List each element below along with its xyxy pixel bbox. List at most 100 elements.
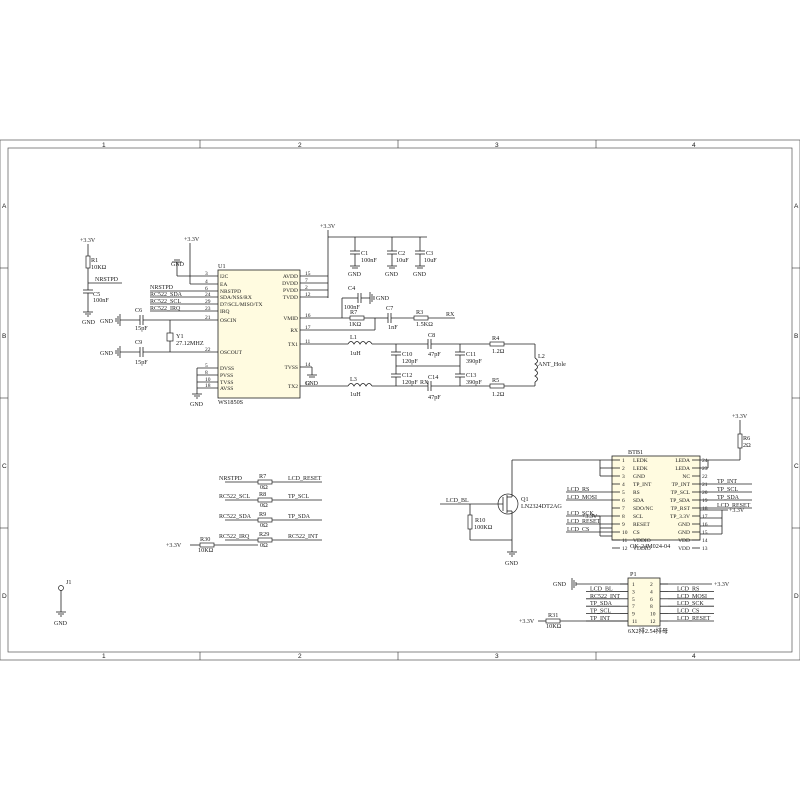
u1-pin-name: EA [220,282,227,288]
row-marker-a: A [2,203,7,210]
link-resistor-ref: R8 [259,491,266,498]
crystal-y1 [166,332,174,342]
btb-right-net: TP_SDA [717,495,740,501]
antenna-matching: L1 1uH C10 120pF C8 47pF C11 390pF R4 1.… [300,332,566,401]
net-rx-tx2: RX [420,380,429,386]
btb-left-net: LCD_RESET [567,519,601,525]
resistor-r7-vmid [349,315,365,321]
btb-pin-num: 13 [702,546,708,552]
r3-ref: R3 [416,309,423,316]
power-label-r30: +3.3V [166,543,182,549]
j1-test-point: J1 GND [54,579,72,627]
btb-pin-name: SCL [633,514,644,520]
p1-left-net: TP_INT [590,616,610,622]
u1-ref: U1 [218,263,226,270]
btb-pin-num: 1 [622,458,625,464]
c1-value: 100nF [361,257,377,264]
btb-pin-name: LEDA [675,458,690,464]
gnd-label-vss: GND [190,402,204,408]
c5-ref: C5 [93,291,100,298]
btb-pin-name: TP_3.3V [670,514,690,520]
j1-ref: J1 [66,579,72,586]
u1-pin-number: 14 [305,362,311,368]
power-decoupling: +3.3V C1 100nF C2 10uF C3 10uF GND GND G… [300,224,437,298]
link-resistor-value: 0Ω [260,502,268,509]
c13-value: 390pF [466,379,482,386]
u1-input-nets: +3.3V GND NRSTPD RC522_SDA RC522_SCL RC5… [150,237,218,312]
l3-ref: L3 [350,376,357,383]
btb-pin-name: TP_INT [672,482,691,488]
power-label-vddio: +3.3V [582,514,598,520]
btb-pin-num: 19 [702,498,708,504]
l2-value: ANT_Hole [538,361,566,368]
btb-pin-name: GND [678,522,690,528]
c8-value: 47pF [428,351,441,358]
p1-pin-num: 3 [632,589,635,595]
resistor-r6 [737,433,743,449]
p1-pin-num: 10 [650,612,656,618]
link-net-right: TP_SDA [288,514,311,520]
btb-pin-name: SDA [633,498,644,504]
c14-value: 47pF [428,394,441,401]
c9-value: 15pF [135,359,148,366]
u1-pin-name: IRQ [220,309,230,315]
btb-pin-name: LEDK [633,466,648,472]
y1-value: 27.12MHZ [176,340,204,347]
r4-ref: R4 [492,335,499,342]
u1-pin-number: 3 [205,271,208,277]
nrstpd-reset-circuit: +3.3V R1 10KΩ NRSTPD C5 100nF GND [80,238,122,326]
c1-ref: C1 [361,250,368,257]
gnd-label-c3: GND [413,272,427,278]
btb-pin-num: 12 [622,546,628,552]
c11-value: 390pF [466,358,482,365]
btb-pin-num: 18 [702,506,708,512]
r3-value: 1.5KΩ [416,321,433,328]
q1-body [497,493,519,515]
resistor-r4 [489,341,505,347]
u1-pin-name: RX [290,328,298,334]
c6-ref: C6 [135,307,142,314]
row-marker-b: B [2,333,6,340]
btb-pin-name: VDDIO [633,538,651,544]
btb-pin-name: VDDIO [633,546,651,552]
c10-ref: C10 [402,351,412,358]
r1-ref: R1 [91,257,98,264]
btb-pin-num: 23 [702,466,708,472]
col-marker-3-bottom: 3 [495,653,499,660]
p1-left-net: RC522_INT [590,594,620,600]
u1-pin-number: 11 [305,339,311,345]
btb-pin-name: LEDK [633,458,648,464]
p1-pin-num: 9 [632,612,635,618]
btb-right-net: TP_SCL [717,487,738,493]
u1-pin-name: OSCIN [220,318,237,324]
c11-ref: C11 [466,351,476,358]
col-marker-2: 2 [298,142,302,149]
btb-pin-num: 3 [622,474,625,480]
gnd-label-i2c: GND [171,262,185,268]
link-resistor-value: 0Ω [260,542,268,549]
btb-pin-num: 10 [622,530,628,536]
link-net-left: RC522_SCL [219,494,250,500]
gnd-label-p1: GND [553,582,567,588]
power-label-r1: +3.3V [80,238,96,244]
c7-ref: C7 [386,305,393,312]
r30-ref: R30 [200,536,210,543]
power-label-tp33: +3.3V [729,508,745,514]
u1-pin-number: 12 [305,292,311,298]
l2-ref: L2 [538,353,545,360]
r7a-value: 1KΩ [349,321,362,328]
power-label-p1: +3.3V [714,582,730,588]
r30-value: 10KΩ [198,547,214,554]
gnd-label-c5: GND [82,320,96,326]
btb-pin-num: 24 [702,458,708,464]
r10-value: 100KΩ [474,524,493,531]
p1-part: 6X2排2.54排母 [628,627,668,635]
btb-pin-num: 4 [622,482,625,488]
u1-pin-number: 10 [205,377,211,383]
net-rc522-irq: RC522_IRQ [150,306,181,312]
btb-left-net: LCD_RS [567,487,589,493]
u1-pin-name: TX1 [288,342,298,348]
btb-pin-num: 6 [622,498,625,504]
